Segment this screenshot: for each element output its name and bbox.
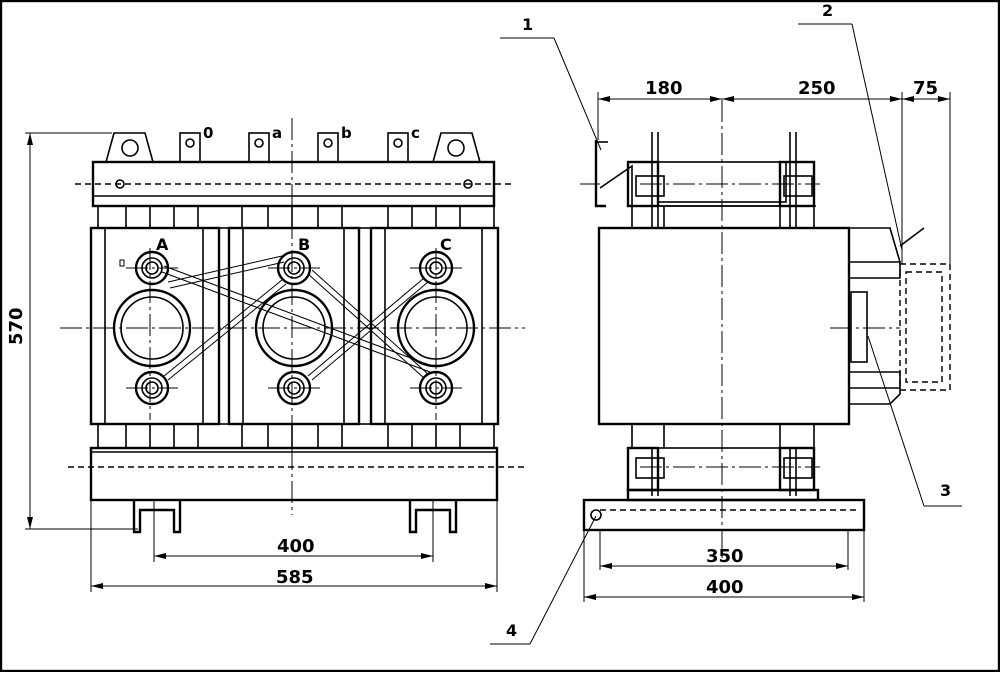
mounting-foot-left (132, 500, 182, 534)
delta-connection-leads (161, 255, 433, 381)
front-view: 0 a b c (60, 118, 526, 534)
upper-yoke (97, 205, 495, 229)
lifting-lug-right (431, 132, 482, 163)
lifting-lug-left (104, 132, 155, 163)
terminal-label-a: a (272, 124, 282, 142)
dimension-height-570: 570 (6, 307, 27, 345)
dimension-foot-span-400: 400 (277, 536, 315, 557)
front-dimensions (25, 132, 498, 592)
low-voltage-terminals (179, 132, 409, 163)
terminal-label-0: 0 (203, 124, 213, 142)
side-body (597, 226, 851, 426)
side-view (580, 100, 951, 560)
side-dimensions (583, 92, 951, 602)
side-base (582, 498, 866, 532)
upper-clamp-channels (594, 132, 816, 229)
phase-label-b: B (298, 235, 310, 254)
lower-clamp-channels (626, 423, 820, 502)
dimension-width-585: 585 (276, 567, 314, 588)
terminal-label-c: c (411, 124, 420, 142)
lower-yoke (97, 423, 495, 449)
dimension-400-base: 400 (706, 577, 744, 598)
callout-label-1: 1 (522, 15, 533, 34)
callout-label-2: 2 (822, 1, 833, 20)
dimension-350: 350 (706, 546, 744, 567)
coil-phase-c (369, 226, 500, 426)
coil-phase-b (227, 226, 361, 426)
coil-phase-a (89, 226, 221, 426)
callout-label-3: 3 (940, 481, 951, 500)
callout-label-4: 4 (506, 621, 517, 640)
terminal-label-b: b (341, 124, 352, 142)
hv-terminal-box (849, 227, 951, 405)
phase-label-c: C (440, 235, 452, 254)
phase-label-a: A (156, 235, 169, 254)
dimension-180: 180 (645, 78, 683, 99)
upper-clamp-beam (91, 160, 496, 208)
lower-clamp-beam (89, 446, 499, 502)
dimension-75: 75 (913, 78, 938, 99)
callout-leaders (490, 23, 962, 645)
dimension-250: 250 (798, 78, 836, 99)
